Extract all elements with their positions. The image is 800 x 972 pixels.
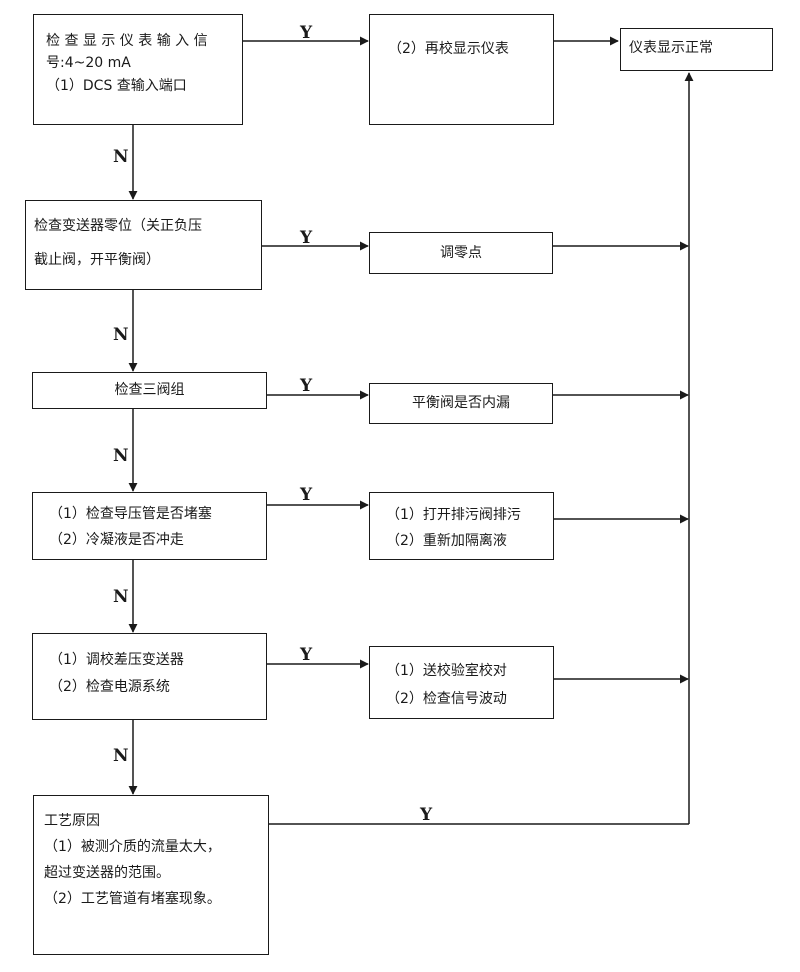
box-text: （2）冷凝液是否冲走 — [49, 532, 184, 548]
no-label: N — [113, 587, 129, 607]
box-text: （1）DCS 查输入端口 — [46, 78, 187, 94]
box-text: 号:4~20 mA — [46, 55, 131, 71]
box-text: （1）检查导压管是否堵塞 — [49, 506, 212, 522]
calibrate-dp-transmitter-box: （1）调校差压变送器 （2）检查电源系统 — [32, 633, 267, 720]
yes-label: Y — [300, 485, 313, 505]
box-text: 调零点 — [440, 245, 482, 261]
yes-label: Y — [300, 23, 313, 43]
process-cause-box: 工艺原因 （1）被测介质的流量太大， 超过变送器的范围。 （2）工艺管道有堵塞现… — [33, 795, 269, 955]
adjust-zero-box: 调零点 — [369, 232, 553, 274]
box-text: （1）送校验室校对 — [386, 663, 507, 679]
box-text: （2）检查信号波动 — [386, 691, 507, 707]
box-text: （2）再校显示仪表 — [388, 41, 509, 57]
box-text: （2）检查电源系统 — [49, 679, 170, 695]
box-text: （2）重新加隔离液 — [386, 533, 507, 549]
yes-label: Y — [300, 645, 313, 665]
box-text: 截止阀，开平衡阀） — [34, 252, 160, 268]
box-text: 工艺原因 — [44, 813, 100, 829]
box-text: 检查三阀组 — [114, 382, 185, 398]
box-text: 超过变送器的范围。 — [44, 865, 170, 881]
box-text: （1）打开排污阀排污 — [386, 507, 521, 523]
check-input-signal-box: 检 查 显 示 仪 表 输 入 信 号:4~20 mA （1）DCS 查输入端口 — [33, 14, 243, 125]
drain-refill-box: （1）打开排污阀排污 （2）重新加隔离液 — [369, 492, 554, 560]
recalibrate-display-box: （2）再校显示仪表 — [369, 14, 554, 125]
no-label: N — [113, 746, 129, 766]
check-impulse-line-box: （1）检查导压管是否堵塞 （2）冷凝液是否冲走 — [32, 492, 267, 560]
box-text: 平衡阀是否内漏 — [412, 395, 510, 411]
box-text: 仪表显示正常 — [629, 40, 713, 56]
box-text: （1）被测介质的流量太大， — [44, 839, 221, 855]
no-label: N — [113, 325, 129, 345]
check-transmitter-zero-box: 检查变送器零位（关正负压 截止阀，开平衡阀） — [25, 200, 262, 290]
yes-label: Y — [420, 805, 433, 825]
send-to-lab-box: （1）送校验室校对 （2）检查信号波动 — [369, 646, 554, 719]
balance-valve-leak-box: 平衡阀是否内漏 — [369, 383, 553, 424]
no-label: N — [113, 147, 129, 167]
box-text: 检 查 显 示 仪 表 输 入 信 — [46, 33, 208, 49]
box-text: （2）工艺管道有堵塞现象。 — [44, 891, 221, 907]
check-three-valve-box: 检查三阀组 — [32, 372, 267, 409]
yes-label: Y — [300, 376, 313, 396]
yes-label: Y — [300, 228, 313, 248]
box-text: （1）调校差压变送器 — [49, 652, 184, 668]
box-text: 检查变送器零位（关正负压 — [34, 218, 202, 234]
no-label: N — [113, 446, 129, 466]
display-normal-box: 仪表显示正常 — [620, 28, 773, 71]
